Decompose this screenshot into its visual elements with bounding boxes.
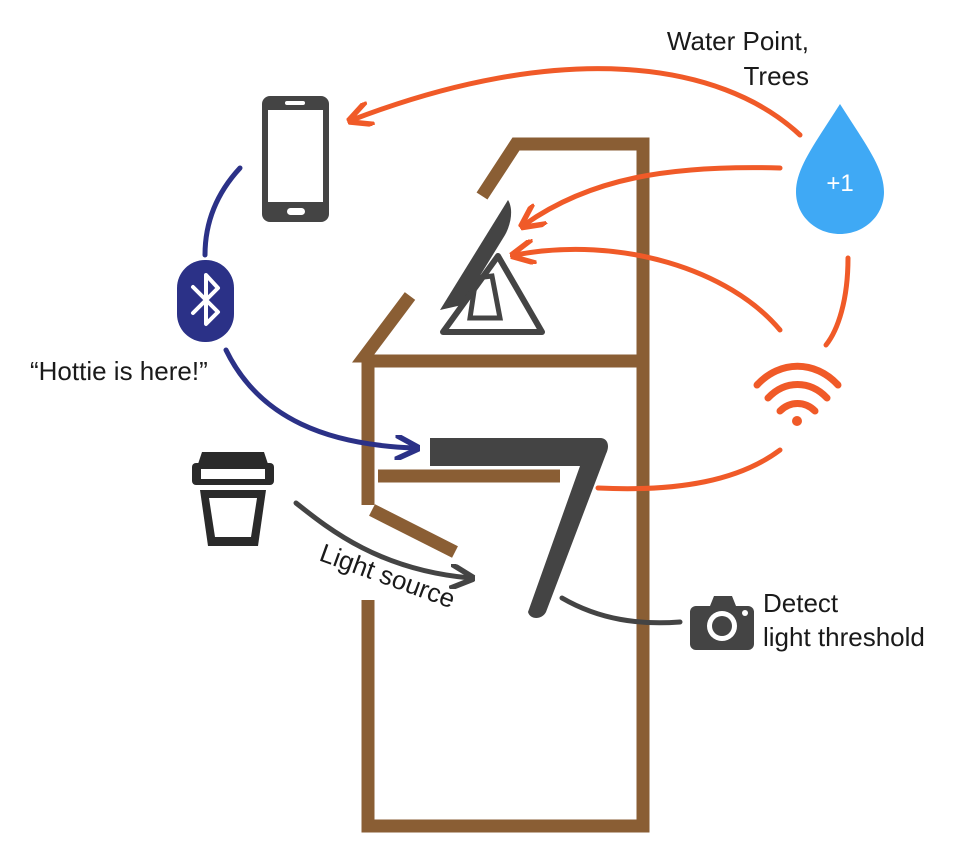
arrow-cup-light-source bbox=[293, 500, 470, 578]
water-point-label-line1: Water Point, bbox=[667, 26, 809, 56]
arrow-wifi-to-panel bbox=[515, 249, 783, 333]
link-drop-to-wifi bbox=[823, 255, 851, 348]
wifi-icon bbox=[753, 362, 842, 426]
bluetooth-icon bbox=[177, 260, 234, 342]
seat-7-icon bbox=[430, 438, 608, 618]
link-wifi-to-seat bbox=[595, 447, 783, 492]
camera-icon bbox=[690, 596, 754, 650]
bench-frame-outline bbox=[361, 137, 650, 833]
water-point-label-line2: Trees bbox=[744, 61, 810, 91]
link-phone-to-bluetooth bbox=[202, 165, 243, 258]
bench-armrest bbox=[369, 504, 458, 558]
detect-label-line2: light threshold bbox=[763, 622, 925, 652]
gray-connections bbox=[293, 500, 683, 626]
arrow-bluetooth-to-seat bbox=[223, 347, 415, 448]
points-badge: +1 bbox=[826, 170, 853, 197]
bluetooth-connections bbox=[202, 165, 415, 448]
solar-panel-icon bbox=[440, 200, 545, 335]
network-connections bbox=[352, 66, 851, 492]
hottie-here-label: “Hottie is here!” bbox=[30, 356, 208, 386]
water-drop-icon: +1 bbox=[796, 104, 884, 234]
smartphone-icon bbox=[262, 96, 329, 222]
coffee-cup-icon bbox=[192, 452, 274, 546]
arrow-drop-to-panel bbox=[524, 165, 783, 225]
bench-frame bbox=[352, 137, 650, 833]
detect-label-line1: Detect bbox=[763, 588, 839, 618]
link-seat-to-camera bbox=[559, 595, 683, 626]
bench-roof-left bbox=[352, 292, 416, 505]
arrow-drop-to-phone bbox=[352, 66, 803, 138]
